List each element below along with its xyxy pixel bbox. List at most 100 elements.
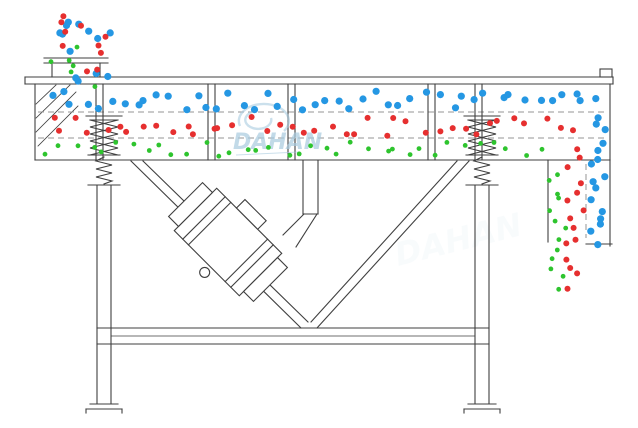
watermark-text-faint: DAHAN — [391, 205, 526, 273]
discharge-green-particle — [563, 225, 569, 231]
discharge-blue-particle — [594, 241, 602, 249]
discharge-red-particle — [564, 197, 571, 204]
feed-inlet — [43, 57, 109, 78]
feed-green-particle — [92, 84, 98, 89]
deck-top-blue-particle — [164, 92, 172, 100]
deck-bottom-green-particle — [347, 139, 353, 145]
discharge-red-particle — [563, 240, 570, 247]
deck-top-blue-particle — [479, 89, 487, 97]
deck-top-blue-particle — [195, 92, 203, 100]
deck-bottom-green-particle — [539, 146, 545, 152]
discharge-red-particle — [574, 270, 581, 277]
deck-top-blue-particle — [394, 101, 402, 110]
deck-mid-red-particle — [463, 125, 470, 132]
deck-mid-red-particle — [248, 114, 255, 120]
deck-top-blue-particle — [372, 87, 380, 95]
discharge-blue-particle — [587, 227, 595, 235]
discharge-red-particle — [574, 189, 581, 196]
feed-blue-particle — [106, 29, 114, 37]
deck-top-blue-particle — [345, 105, 353, 113]
feed-red-particle — [62, 28, 69, 35]
deck-bottom-green-particle — [184, 151, 190, 157]
deck-mid-red-particle — [189, 131, 196, 138]
deck-top-blue-particle — [436, 91, 444, 99]
deck-bottom-green-particle — [432, 152, 438, 158]
deck-top-blue-particle — [422, 88, 431, 96]
deck-bottom-green-particle — [333, 151, 339, 157]
deck-mid-red-particle — [72, 114, 79, 121]
deck-bottom-green-particle — [168, 152, 174, 158]
particles-layer — [42, 13, 609, 292]
discharge-green-particle — [556, 195, 561, 201]
feed-red-particle — [60, 13, 67, 20]
deck-mid-red-particle — [105, 127, 112, 133]
deck-bottom-green-particle — [287, 152, 293, 158]
deck-top-blue-particle — [537, 96, 546, 104]
deck-mid-red-particle — [402, 118, 409, 125]
deck-top-blue-particle — [49, 91, 57, 99]
deck-top-blue-particle — [298, 106, 307, 114]
deck-mid-red-particle — [170, 129, 177, 136]
deck-mid-red-particle — [123, 128, 130, 135]
deck-mid-red-particle — [117, 123, 124, 130]
deck-top-blue-particle — [94, 105, 102, 113]
deck-mid-red-particle — [51, 114, 58, 121]
discharge-red-particle — [580, 207, 587, 214]
discharge-red-particle — [564, 164, 571, 171]
deck-mid-red-particle — [511, 115, 518, 122]
deck-top-blue-particle — [109, 97, 117, 105]
deck-top-blue-particle — [139, 97, 147, 105]
feed-red-particle — [97, 49, 104, 56]
deck-top-blue-particle — [504, 91, 512, 99]
motor-mount-bracket — [282, 160, 319, 248]
discharge-red-particle — [567, 215, 574, 222]
deck-top-blue-particle — [573, 90, 581, 98]
deck-top-blue-particle — [311, 101, 319, 109]
discharge-blue-particle — [601, 126, 609, 134]
deck-top-blue-particle — [240, 102, 248, 110]
deck-top-blue-particle — [250, 106, 259, 114]
deck-top-blue-particle — [121, 100, 129, 108]
feed-green-particle — [48, 59, 54, 65]
discharge-blue-particle — [589, 178, 597, 186]
discharge-blue-particle — [594, 146, 602, 155]
discharge-green-particle — [556, 237, 562, 243]
deck-mid-red-particle — [437, 128, 444, 135]
deck-mid-red-particle — [229, 122, 236, 129]
deck-top-blue-particle — [451, 104, 460, 112]
discharge-green-particle — [556, 286, 562, 292]
deck-mid-red-particle — [264, 128, 271, 134]
deck-top-blue-particle — [406, 95, 414, 103]
deck-bottom-green-particle — [308, 143, 313, 149]
discharge-blue-particle — [594, 114, 602, 122]
feed-red-particle — [102, 33, 109, 40]
feed-blue-particle — [66, 47, 74, 55]
deck-mid-red-particle — [289, 123, 296, 130]
discharge-blue-particle — [597, 215, 605, 223]
deck-bottom-green-particle — [253, 148, 259, 153]
deck-mid-red-particle — [544, 115, 551, 122]
deck-mid-red-particle — [390, 115, 397, 121]
deck-mid-red-particle — [311, 127, 318, 134]
deck-bottom-green-particle — [245, 147, 251, 153]
feed-red-particle — [84, 68, 90, 75]
deck-bottom-green-particle — [98, 149, 104, 155]
deck-bottom-green-particle — [75, 143, 81, 149]
screen-deck — [24, 68, 614, 161]
discharge-green-particle — [547, 208, 552, 214]
deck-outline — [24, 68, 614, 161]
motor-end-cap-left — [167, 181, 214, 228]
deck-bottom-green-particle — [386, 148, 391, 154]
deck-bottom-green-particle — [366, 146, 371, 152]
discharge-blue-particle — [599, 139, 607, 147]
deck-bottom-green-particle — [131, 141, 137, 147]
right-leg — [463, 184, 501, 414]
feed-red-particle — [95, 42, 102, 49]
deck-bottom-green-particle — [462, 143, 468, 148]
deck-top-blue-particle — [521, 96, 529, 104]
deck-top-blue-particle — [549, 97, 557, 105]
deck-mid-red-particle — [493, 117, 500, 124]
deck-top-blue-particle — [457, 92, 465, 100]
deck-bottom-green-particle — [266, 145, 271, 150]
right-spring — [463, 115, 501, 186]
